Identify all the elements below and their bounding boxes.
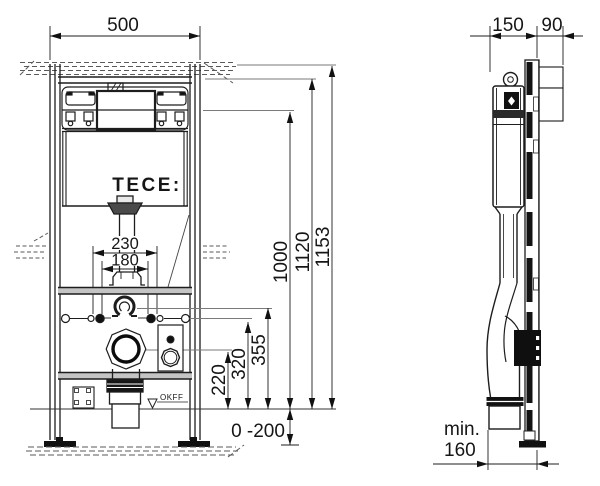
dim-1120-label: 1120: [293, 232, 314, 273]
dim-frame-width: 500: [49, 15, 201, 60]
dim-min-160: min. 160: [433, 419, 559, 470]
dim-depths: 150 90: [470, 15, 583, 72]
waste-pipe-down: [106, 369, 144, 429]
raw-floor-hatch: [26, 444, 245, 458]
top-crossbar: [58, 76, 192, 84]
dim-320-label: 320: [229, 348, 250, 380]
vertical-dimensions: 220 320 355 1000 1120 1153 0 -200: [209, 66, 336, 446]
floor-level-label: OKFF: [160, 393, 183, 402]
dim-min-label: min.: [444, 419, 480, 440]
dim-160-label: 160: [444, 440, 476, 461]
mounting-plate: [72, 386, 95, 409]
dim-150-label: 150: [492, 15, 524, 36]
ceiling-hatch: [19, 60, 236, 84]
dim-adjust-label: 0 -200: [231, 421, 285, 442]
waste-outlet: [105, 328, 147, 370]
flush-plate-box: [538, 66, 564, 122]
side-cistern: [492, 71, 525, 215]
brand-logo: TECE:: [112, 175, 182, 196]
floor-level-marker: OKFF: [147, 393, 188, 410]
side-view: 150 90 min. 160: [433, 15, 583, 470]
dim-220-label: 220: [209, 364, 230, 396]
fixing-holes-row: [60, 313, 191, 324]
dim-1000-label: 1000: [271, 241, 292, 283]
lower-crossbar: [58, 371, 192, 380]
wall-anchor-hatch: [14, 232, 230, 259]
upper-crossbar: [58, 286, 192, 295]
side-rail-foot: [519, 430, 546, 448]
side-pipes: [486, 214, 524, 430]
front-view: TECE: 23: [14, 15, 336, 458]
side-rail: [524, 59, 540, 442]
dim-90-label: 90: [541, 15, 562, 36]
water-connection-box: [157, 324, 184, 372]
dim-355-label: 355: [249, 334, 270, 366]
flush-pipe-clamp: [112, 295, 137, 317]
frame-feet: [44, 437, 210, 447]
dim-1153-label: 1153: [313, 227, 334, 268]
cistern-top-assembly: [61, 82, 189, 133]
dim-230-label: 230: [111, 235, 139, 253]
height-reference-lines: [203, 64, 336, 111]
wall-bracket-block: [514, 330, 541, 366]
dim-500-label: 500: [107, 15, 139, 36]
dim-180-label: 180: [111, 252, 139, 270]
